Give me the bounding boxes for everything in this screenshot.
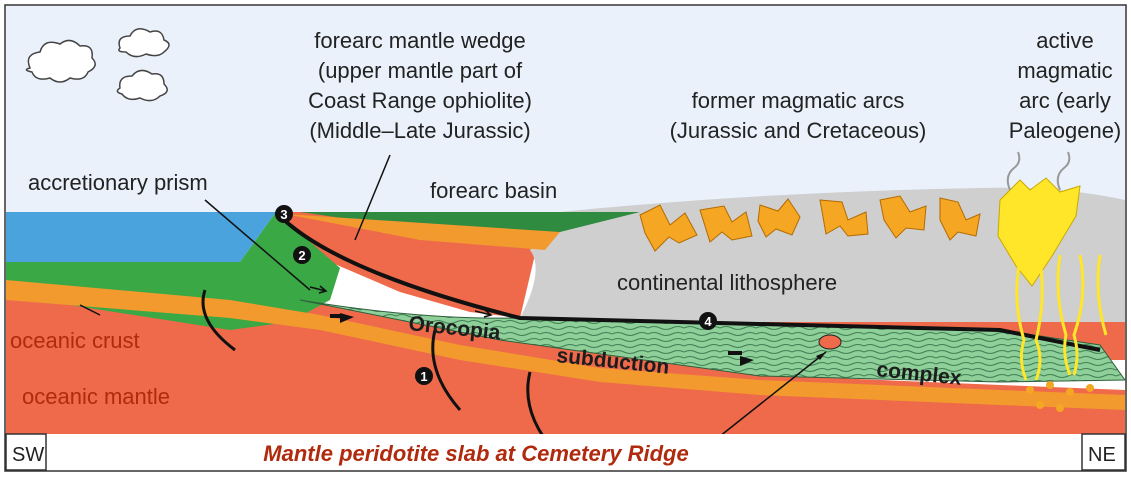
forearc-wedge-line-4: (Middle–Late Jurassic) [309,118,530,143]
oceanic-crust-label: oceanic crust [10,328,140,353]
marker-1-label: 1 [420,369,427,384]
forearc-basin-label: forearc basin [430,178,557,203]
orientation-sw: SW [12,444,44,466]
former-arcs-line-1: former magmatic arcs [692,88,905,113]
active-arc-line-4: Paleogene) [1009,118,1122,143]
forearc-wedge-line-1: forearc mantle wedge [314,28,526,53]
marker-4-label: 4 [704,314,712,329]
active-arc-line-1: active [1036,28,1093,53]
oceanic-mantle-label: oceanic mantle [22,384,170,409]
orientation-ne: NE [1088,444,1116,466]
marker-3-label: 3 [280,207,287,222]
ocean-water [6,212,276,262]
accretionary-prism-label: accretionary prism [28,170,208,195]
marker-4: 4 [699,312,717,330]
marker-2-label: 2 [298,248,305,263]
marker-1: 1 [415,367,433,385]
forearc-wedge-line-2: (upper mantle part of [318,58,523,83]
forearc-wedge-line-3: Coast Range ophiolite) [308,88,532,113]
figure-caption: Mantle peridotite slab at Cemetery Ridge [263,441,688,466]
marker-3: 3 [275,205,293,223]
active-arc-line-3: arc (early [1019,88,1111,113]
peridotite-slab [819,335,841,349]
continental-lithosphere-label: continental lithosphere [617,270,837,295]
former-arcs-line-2: (Jurassic and Cretaceous) [670,118,927,143]
active-arc-line-2: magmatic [1017,58,1112,83]
marker-2: 2 [293,246,311,264]
